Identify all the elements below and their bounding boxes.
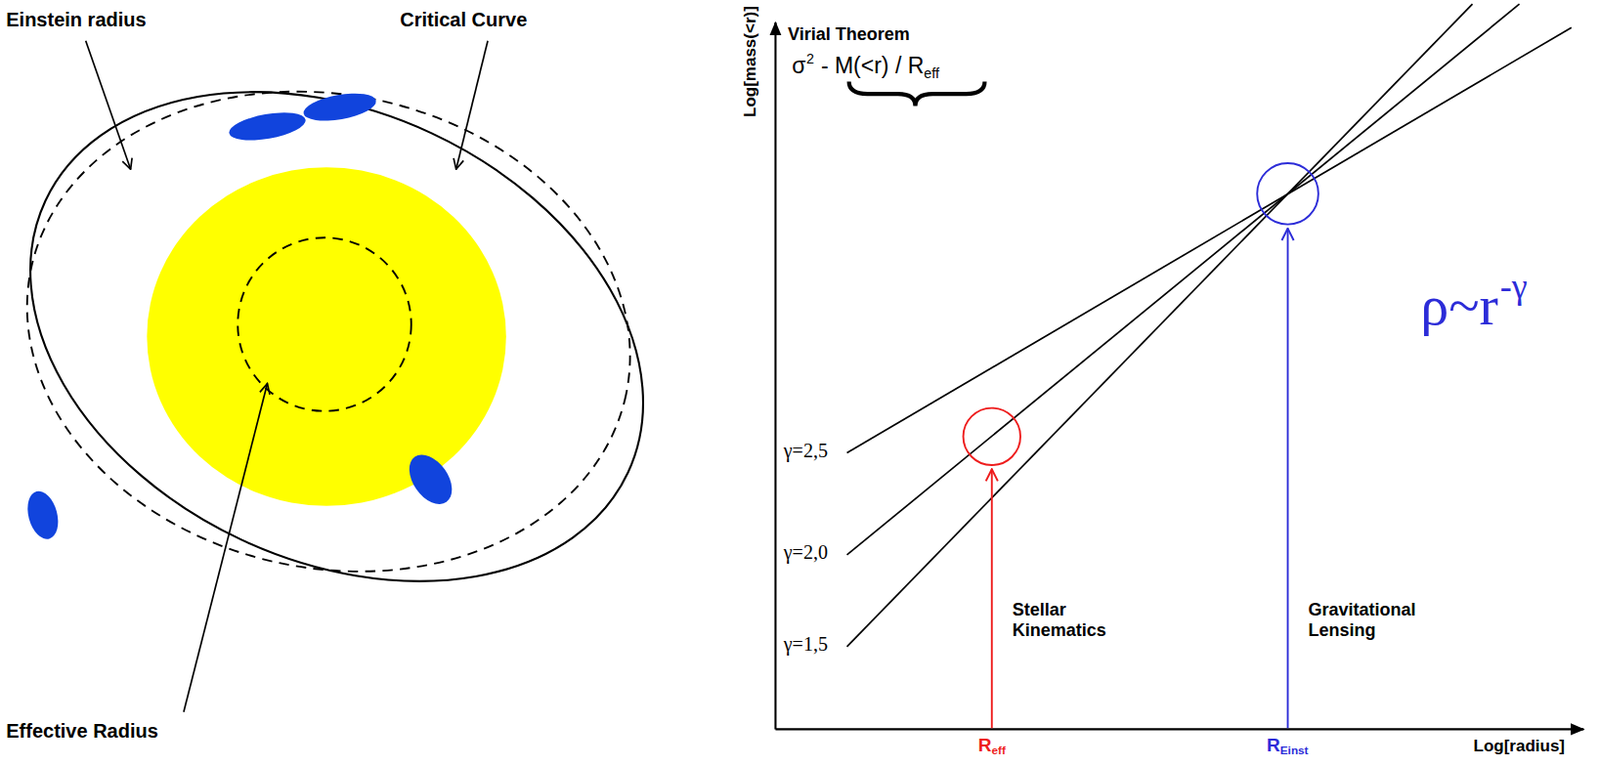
label-text: Critical Curve <box>399 8 527 31</box>
radius-label: REinst <box>1266 735 1309 757</box>
slope-label: γ=2,5 <box>783 439 828 463</box>
lensed-image <box>400 446 461 513</box>
label-text: Effective Radius <box>5 720 159 742</box>
kinematics-arrow <box>991 469 994 729</box>
profile-line <box>847 3 1520 556</box>
lensing-marker <box>1256 163 1319 225</box>
formula: σ2 - M(<r) / Reff <box>791 52 940 79</box>
label-text: R <box>1266 735 1281 756</box>
lensed-image <box>22 487 63 543</box>
lensing-arrow <box>1287 228 1290 730</box>
superscript: -γ <box>1500 266 1528 306</box>
label-text: - M(<r) / R <box>821 52 924 79</box>
leader-label: Critical Curve <box>399 8 527 32</box>
label-text: γ=2,0 <box>783 541 828 563</box>
profile-line <box>847 27 1572 453</box>
label-text: Gravitational Lensing <box>1307 600 1416 641</box>
axis-label: Log[radius] <box>1473 736 1566 757</box>
brace <box>849 82 986 107</box>
label-text: Virial Theorem <box>787 24 910 44</box>
leader-line <box>456 41 488 171</box>
label-text: ρ~r <box>1420 273 1499 338</box>
label-text: γ=1,5 <box>783 633 828 655</box>
critical-curve <box>0 0 724 677</box>
effective-radius-circle <box>237 237 411 411</box>
kinematics-marker <box>963 408 1021 466</box>
radius-label: Reff <box>978 735 1006 757</box>
superscript: 2 <box>806 50 815 67</box>
subscript: eff <box>923 65 940 82</box>
subscript: eff <box>992 743 1006 757</box>
leader-label: Einstein radius <box>5 8 146 32</box>
method-label: Gravitational Lensing <box>1307 600 1416 641</box>
lens-galaxy <box>146 167 506 507</box>
subscript: Einst <box>1280 743 1309 757</box>
density-formula: ρ~r-γ <box>1420 273 1527 340</box>
label-text: σ <box>791 52 806 79</box>
y-axis <box>774 22 777 730</box>
label-text: Stellar Kinematics <box>1012 600 1107 641</box>
method-label: Stellar Kinematics <box>1012 600 1107 641</box>
leader-line <box>183 384 268 713</box>
profile-line <box>847 3 1473 648</box>
heading-label: Virial Theorem <box>787 24 910 45</box>
leader-line <box>86 41 131 171</box>
leader-label: Effective Radius <box>5 720 159 743</box>
lensed-image <box>226 107 307 145</box>
slope-label: γ=2,0 <box>783 541 828 564</box>
label-text: Log[radius] <box>1473 736 1566 756</box>
x-axis <box>775 728 1584 731</box>
label-text: R <box>978 735 993 756</box>
label-text: Log[mass(<r)] <box>740 5 760 118</box>
label-text: Einstein radius <box>5 8 146 31</box>
axis-label: Log[mass(<r)] <box>740 5 761 118</box>
label-text: γ=2,5 <box>783 439 828 462</box>
slope-label: γ=1,5 <box>783 633 828 656</box>
lensed-image <box>301 88 378 127</box>
